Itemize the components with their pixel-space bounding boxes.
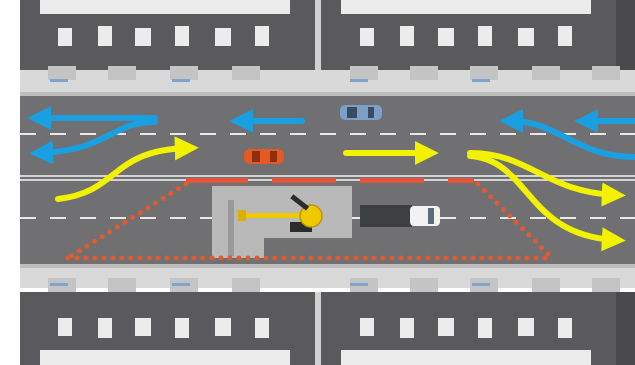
barrier-segment — [272, 178, 336, 183]
sidewalk-top-accents — [50, 79, 490, 82]
work-zone-pit — [212, 228, 264, 258]
top-buildings — [20, 0, 635, 70]
bottom-buildings — [20, 292, 635, 365]
excavator — [238, 194, 323, 232]
pit-shadow — [228, 200, 234, 256]
work-zone — [65, 178, 555, 261]
excavator-tracks — [290, 222, 312, 232]
roof-terraces-bottom — [40, 318, 591, 365]
cone-line-right — [475, 181, 555, 261]
sidewalk-bottom-accents — [50, 283, 490, 286]
yellow-arrow-left-curve — [55, 136, 199, 202]
truck-cab — [410, 206, 440, 226]
barrier-segment — [448, 178, 474, 183]
westbound-flow — [27, 106, 635, 165]
excavator-cab — [299, 204, 323, 228]
yellow-arrow-right-lower — [467, 153, 626, 252]
building-divider-bottom — [315, 292, 321, 365]
truck-bed — [360, 205, 412, 227]
barriers — [186, 178, 474, 183]
truck — [360, 205, 440, 227]
blue-arrow-right-curve — [499, 109, 635, 160]
excavator-arm — [240, 213, 302, 218]
sidewalk-top-features — [48, 66, 620, 80]
building-edge-right-top — [616, 0, 635, 70]
barrier-segment — [360, 178, 424, 183]
blue-arrow-left-curve — [29, 119, 158, 165]
curb-bottom — [20, 264, 635, 268]
barrier-segment — [186, 178, 248, 183]
roof-terraces-top — [40, 0, 591, 46]
truck-windshield — [428, 208, 434, 224]
excavator-stick — [290, 194, 310, 211]
curb-top — [20, 92, 635, 96]
yellow-arrow-right-upper — [467, 150, 626, 207]
car-middle-lane — [244, 149, 284, 164]
excavator-bucket — [238, 210, 246, 221]
building-edge-right-bottom — [616, 292, 635, 365]
eastbound-flow — [55, 136, 626, 252]
building-divider-top — [315, 0, 321, 70]
cone-line-left — [65, 181, 189, 261]
car-top-lane — [340, 105, 382, 120]
